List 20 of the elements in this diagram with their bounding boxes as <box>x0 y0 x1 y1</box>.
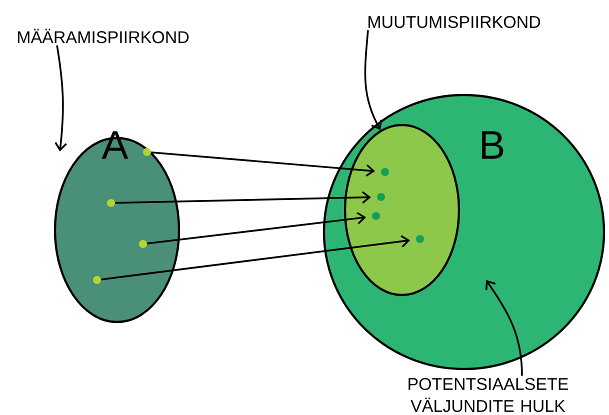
arrow <box>115 191 372 204</box>
range-ellipse <box>344 124 460 296</box>
element-dot <box>381 168 389 176</box>
element-dot <box>139 240 147 248</box>
element-dot <box>377 193 385 201</box>
leader-line <box>485 280 523 376</box>
leader-line <box>364 30 382 130</box>
arrow <box>151 151 376 177</box>
set-letter: B <box>482 131 504 159</box>
leader-line <box>54 45 67 152</box>
callout-label: POTENTSIAALSETE VÄLJUNDITE HULK <box>408 378 568 412</box>
callout-label: MUUTUMISPIIRKOND <box>368 16 540 28</box>
element-dot <box>107 199 115 207</box>
arrow <box>147 212 366 244</box>
element-dot <box>143 148 151 156</box>
callout-label: MÄÄRAMISPIIRKOND <box>18 28 189 44</box>
element-dot <box>372 212 380 220</box>
element-dot <box>93 276 101 284</box>
arrow <box>101 235 410 280</box>
element-dot <box>416 235 424 243</box>
